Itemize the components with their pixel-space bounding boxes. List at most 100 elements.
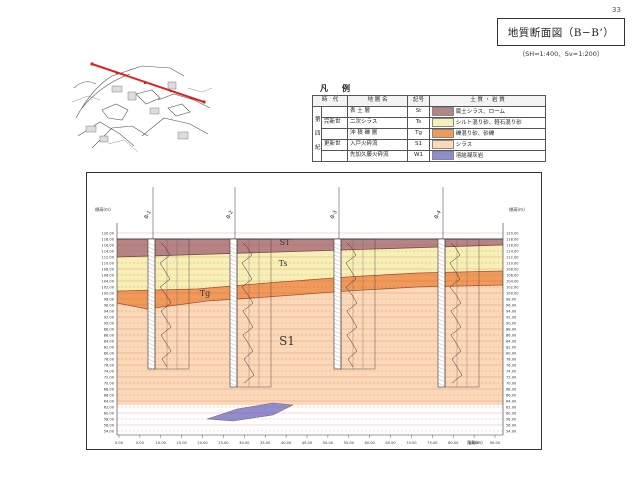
borehole-hatch — [229, 266, 238, 271]
elevation-tick-right: 92.00 — [506, 316, 517, 320]
page-title: 地質断面図（B−B’） — [507, 26, 615, 39]
elevation-tick-left: 116.00 — [101, 244, 114, 248]
borehole-hatch — [333, 258, 342, 263]
distance-tick-label: 85.00 — [469, 441, 480, 445]
borehole-hatch — [229, 338, 238, 343]
elevation-tick-right: 54.00 — [506, 430, 517, 434]
borehole-hatch — [437, 330, 446, 335]
unit-name: 入戸火砕流 — [347, 138, 409, 151]
borehole-hatch — [229, 314, 238, 319]
borehole-hatch — [147, 362, 156, 367]
elevation-tick-right: 96.00 — [506, 304, 517, 308]
legend-heading: 凡 例 — [320, 84, 353, 93]
borehole-name: B-3 — [329, 210, 338, 220]
borehole-hatch — [229, 342, 238, 347]
borehole-hatch — [333, 330, 342, 335]
borehole-hatch — [147, 318, 156, 323]
borehole-hatch — [437, 250, 446, 255]
borehole-hatch — [437, 294, 446, 299]
borehole-hatch — [229, 290, 238, 295]
borehole-hatch — [229, 310, 238, 315]
borehole-hatch — [229, 298, 238, 303]
borehole-hatch — [229, 282, 238, 287]
borehole-hatch — [229, 250, 238, 255]
borehole-hatch — [333, 354, 342, 359]
elevation-tick-left: 56.00 — [104, 424, 115, 428]
borehole-hatch — [333, 262, 342, 267]
unit-description: 腐土シラス、ローム — [455, 108, 505, 115]
borehole-hatch — [333, 270, 342, 275]
borehole-hatch — [147, 286, 156, 291]
distance-tick-label: 25.00 — [218, 441, 229, 445]
elevation-tick-left: 60.00 — [104, 412, 115, 416]
unit-desc-cell: 腐土シラス、ローム — [429, 105, 547, 118]
borehole-hatch — [147, 358, 156, 363]
borehole-hatch — [229, 374, 238, 379]
borehole-hatch — [437, 254, 446, 259]
borehole-hatch — [437, 314, 446, 319]
borehole-hatch — [437, 334, 446, 339]
borehole-column — [437, 238, 446, 388]
spt-frame — [340, 238, 376, 370]
unit-name: 沖 積 礫 層 — [347, 127, 409, 140]
borehole-hatch — [333, 350, 342, 355]
borehole-hatch — [333, 254, 342, 259]
spt-frame — [154, 238, 190, 370]
borehole-hatch — [333, 334, 342, 339]
borehole-hatch — [437, 374, 446, 379]
unit-w1 — [206, 402, 294, 422]
borehole-hatch — [229, 286, 238, 291]
spt-curve — [345, 242, 358, 368]
unit-code: St — [407, 105, 431, 118]
borehole-hatch — [147, 306, 156, 311]
elevation-tick-left: 100.00 — [101, 292, 114, 296]
borehole-hatch — [333, 318, 342, 323]
unit-name: 表 土 層 — [347, 105, 409, 118]
borehole-hatch — [333, 314, 342, 319]
borehole-hatch — [229, 334, 238, 339]
borehole-hatch — [147, 270, 156, 275]
elevation-tick-right: 62.00 — [506, 406, 517, 410]
epoch-cell: 完新世 — [320, 116, 349, 129]
borehole-log: B-1 — [143, 187, 190, 371]
right-axis-title: 標高(m) — [509, 206, 525, 213]
borehole-hatch — [229, 262, 238, 267]
borehole-hatch — [437, 362, 446, 367]
unit-description: シルト混り砂、軽石混り砂 — [455, 119, 522, 126]
borehole-hatch — [229, 350, 238, 355]
legend-row: 完新世 二次シラス Ts シルト混り砂、軽石混り砂 — [313, 116, 547, 129]
borehole-hatch — [147, 338, 156, 343]
borehole-hatch — [229, 270, 238, 275]
borehole-hatch — [437, 318, 446, 323]
borehole-hatch — [437, 326, 446, 331]
borehole-hatch — [147, 262, 156, 267]
era-char: 四 — [315, 130, 321, 137]
unit-code: Tg — [407, 127, 431, 140]
borehole-hatch — [229, 306, 238, 311]
elevation-tick-left: 114.00 — [101, 250, 114, 254]
borehole-hatch — [147, 274, 156, 279]
borehole-hatch — [229, 322, 238, 327]
borehole-name: B-4 — [433, 210, 442, 220]
legend-swatch — [432, 129, 455, 138]
borehole-hatch — [437, 322, 446, 327]
borehole-hatch — [229, 366, 238, 371]
borehole-hatch — [333, 266, 342, 271]
borehole-hatch — [147, 246, 156, 251]
elevation-tick-left: 58.00 — [104, 418, 115, 422]
borehole-hatch — [229, 302, 238, 307]
borehole-hatch — [333, 342, 342, 347]
borehole-log: B-4 — [433, 187, 480, 388]
borehole-hatch — [229, 362, 238, 367]
distance-tick-label: 35.00 — [260, 441, 271, 445]
borehole-hatch — [333, 274, 342, 279]
elevation-tick-left: 80.00 — [104, 352, 115, 356]
spt-curve — [241, 242, 255, 384]
borehole-hatch — [437, 338, 446, 343]
elevation-tick-right: 110.00 — [506, 262, 519, 266]
borehole-hatch — [229, 254, 238, 259]
elevation-tick-right: 84.00 — [506, 340, 517, 344]
borehole-hatch — [333, 282, 342, 287]
elevation-tick-right: 114.00 — [506, 250, 519, 254]
